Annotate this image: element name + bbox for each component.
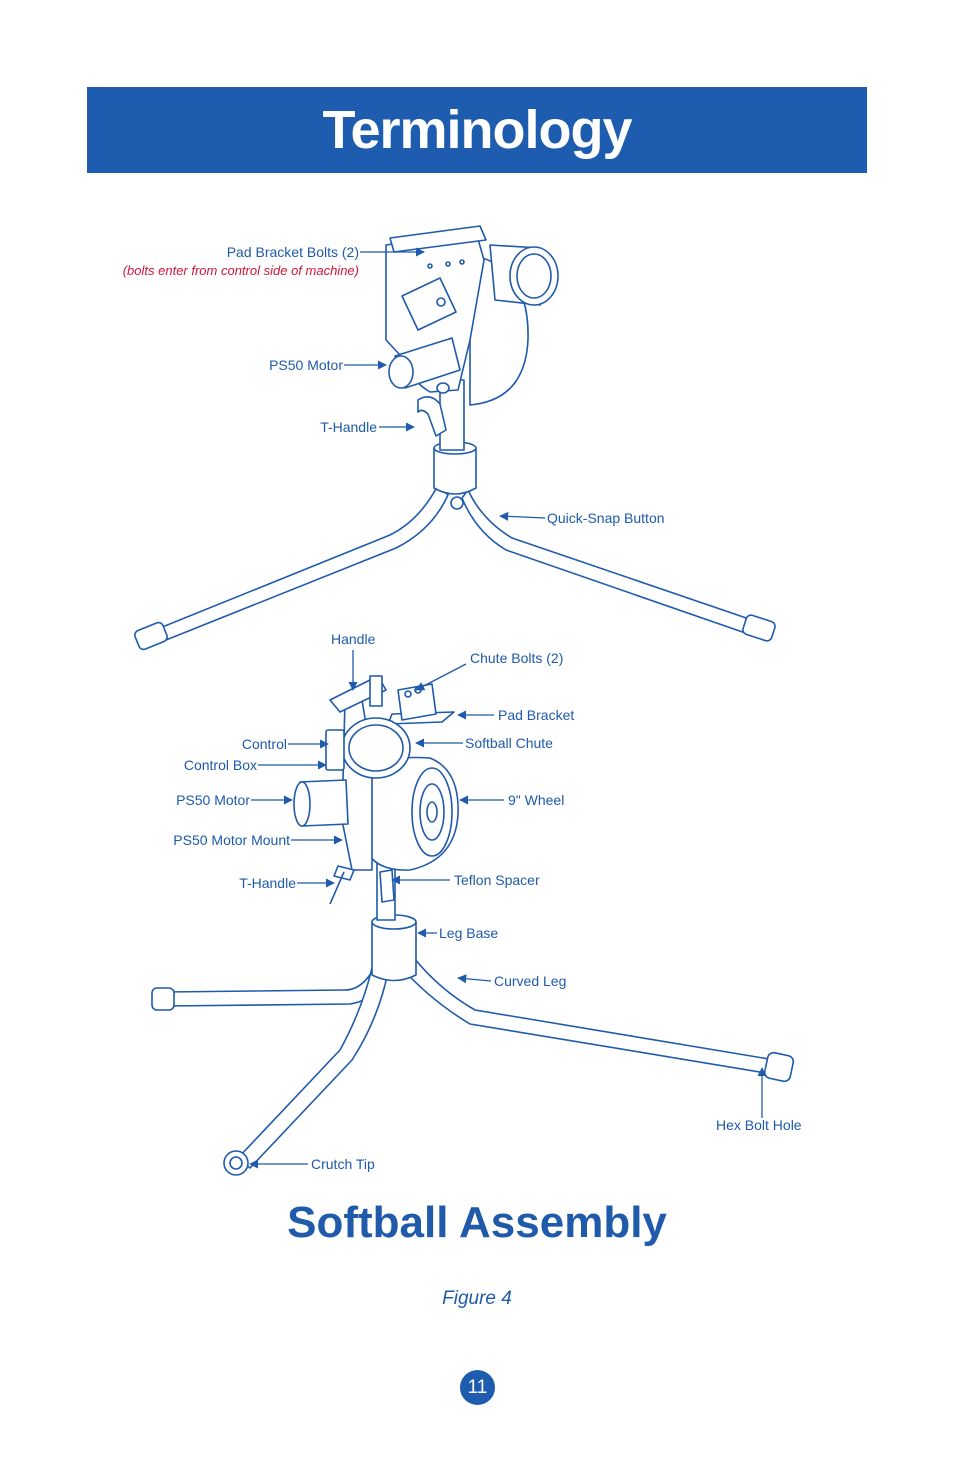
label-t-handle-bottom: T-Handle bbox=[239, 875, 296, 891]
label-curved-leg: Curved Leg bbox=[494, 973, 567, 989]
label-quick-snap-button: Quick-Snap Button bbox=[547, 510, 665, 526]
top-left-leg bbox=[149, 484, 449, 645]
figure-caption: Figure 4 bbox=[442, 1288, 512, 1309]
page-title: Terminology bbox=[322, 100, 632, 160]
label-control: Control bbox=[241, 736, 287, 752]
label-9-inch-wheel: 9" Wheel bbox=[508, 792, 565, 808]
label-leg-base: Leg Base bbox=[439, 925, 499, 941]
label-ps50-motor-bottom: PS50 Motor bbox=[176, 792, 250, 808]
callout-arrows bbox=[249, 247, 767, 1169]
label-t-handle-top: T-Handle bbox=[320, 419, 377, 435]
bottom-machine-drawing bbox=[151, 675, 795, 1176]
label-handle: Handle bbox=[331, 631, 376, 647]
label-chute-bolts: Chute Bolts (2) bbox=[470, 650, 564, 666]
label-ps50-motor-mount: PS50 Motor Mount bbox=[173, 832, 290, 848]
label-pad-bracket-bolts: Pad Bracket Bolts (2) bbox=[226, 244, 359, 260]
label-softball-chute: Softball Chute bbox=[465, 735, 553, 751]
bottom-left-leg bbox=[164, 959, 393, 1007]
label-pad-bracket-note: (bolts enter from control side of machin… bbox=[122, 263, 359, 278]
top-machine-drawing bbox=[134, 225, 776, 651]
label-teflon-spacer: Teflon Spacer bbox=[454, 872, 540, 888]
label-hex-bolt-hole: Hex Bolt Hole bbox=[716, 1117, 802, 1133]
label-ps50-motor-top: PS50 Motor bbox=[269, 357, 343, 373]
label-control-box: Control Box bbox=[183, 757, 257, 773]
label-crutch-tip: Crutch Tip bbox=[311, 1156, 375, 1172]
label-pad-bracket: Pad Bracket bbox=[498, 707, 575, 723]
title-banner: Terminology bbox=[87, 87, 867, 173]
section-title: Softball Assembly bbox=[287, 1198, 667, 1247]
bottom-right-leg bbox=[399, 957, 776, 1075]
page-number-badge: 11 bbox=[460, 1370, 495, 1405]
